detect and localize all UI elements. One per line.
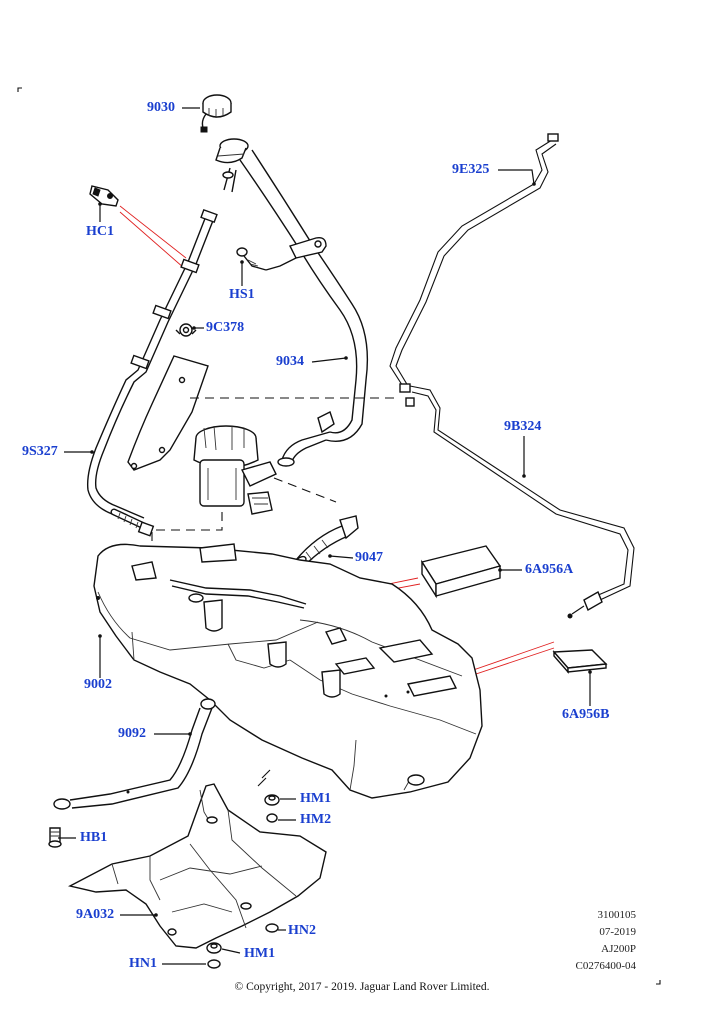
callout-9034[interactable]: 9034	[276, 354, 304, 369]
valve-9c378	[175, 323, 197, 337]
filler-pipe-9034	[215, 138, 369, 467]
callout-9092[interactable]: 9092	[118, 726, 146, 741]
callout-9c378[interactable]: 9C378	[206, 320, 245, 335]
callout-hn2[interactable]: HN2	[288, 923, 316, 938]
corner-mark-bottom-right	[656, 980, 661, 985]
callout-6a956a[interactable]: 6A956A	[525, 562, 574, 577]
corner-mark-top-left	[17, 87, 22, 92]
nut-hm1-bottom	[206, 942, 222, 954]
fuel-line-9b324	[405, 385, 635, 619]
copyright-notice: © Copyright, 2017 - 2019. Jaguar Land Ro…	[234, 981, 490, 993]
fuel-filler-cap-9030	[200, 94, 232, 133]
fuel-pump-module	[193, 425, 277, 515]
pump-heat-bracket	[127, 355, 209, 471]
reference-line-1: 3100105	[597, 909, 637, 921]
strap-9092	[53, 698, 216, 810]
fuel-tank-9002	[93, 543, 483, 799]
reference-line-4: C0276400-04	[575, 960, 637, 972]
hm-dash-line	[257, 769, 271, 787]
nut-hn2	[265, 923, 279, 933]
callout-hc1[interactable]: HC1	[86, 224, 114, 239]
assembly-line-2	[273, 477, 337, 503]
callout-hn1[interactable]: HN1	[129, 956, 157, 971]
pad-6a956a	[420, 545, 502, 599]
hc1-red-line-2	[119, 211, 185, 269]
callout-9047[interactable]: 9047	[355, 550, 383, 565]
pad-6a956b	[552, 649, 608, 674]
hc1-red-line-1	[119, 205, 187, 259]
callout-9030[interactable]: 9030	[147, 100, 175, 115]
callout-9b324[interactable]: 9B324	[504, 419, 542, 434]
callout-9a032[interactable]: 9A032	[76, 907, 115, 922]
callout-hm1-bottom[interactable]: HM1	[244, 946, 276, 961]
nut-hm2	[266, 813, 278, 823]
callout-hb1[interactable]: HB1	[80, 830, 108, 845]
nut-hm1-top	[264, 794, 280, 806]
callout-6a956b[interactable]: 6A956B	[562, 707, 610, 722]
callout-9s327[interactable]: 9S327	[22, 444, 58, 459]
nut-hn1	[207, 959, 221, 969]
reference-line-2: 07-2019	[599, 926, 636, 938]
hose-9s327	[86, 208, 218, 537]
callout-9e325[interactable]: 9E325	[452, 162, 490, 177]
bolt-hb1	[48, 827, 62, 848]
screw-hs1	[236, 247, 267, 271]
leader-lines	[58, 107, 592, 965]
assembly-line-3	[151, 512, 223, 548]
reference-block: 3100105 07-2019 AJ200P C0276400-04	[576, 907, 637, 975]
fuel-line-9e325	[389, 133, 559, 393]
clip-hc1	[89, 185, 119, 207]
callout-9002[interactable]: 9002	[84, 677, 112, 692]
callout-hm2[interactable]: HM2	[300, 812, 332, 827]
callout-hs1[interactable]: HS1	[229, 287, 255, 302]
reference-line-3: AJ200P	[601, 943, 636, 955]
callout-hm1-top[interactable]: HM1	[300, 791, 332, 806]
